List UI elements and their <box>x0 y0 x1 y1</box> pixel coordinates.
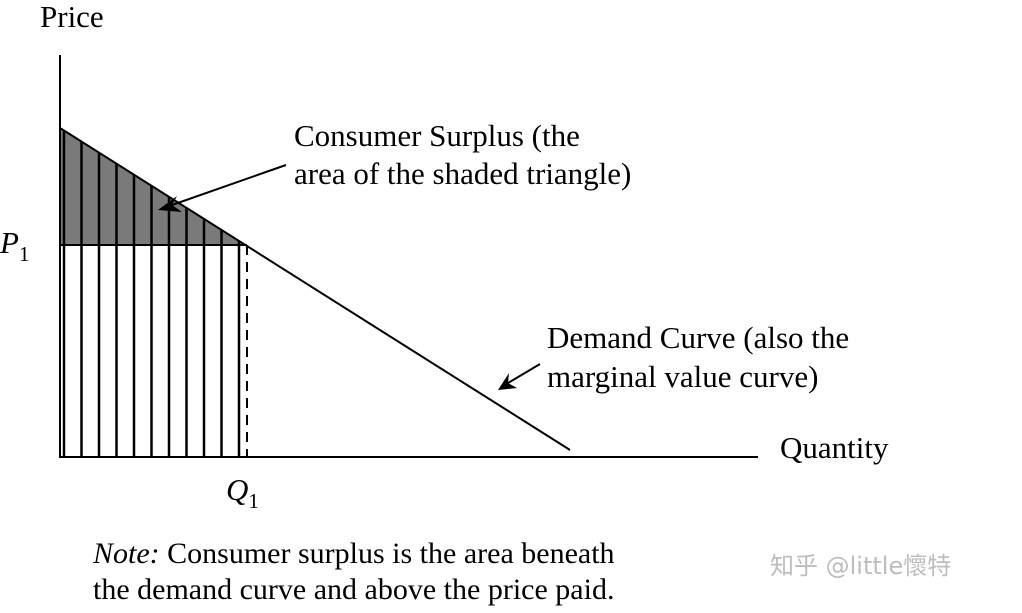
surplus-annotation-line2: area of the shaded triangle) <box>294 156 631 191</box>
watermark: 知乎 @little懷特 <box>770 552 951 580</box>
demand-arrow-shaft <box>507 363 541 384</box>
x-axis-label: Quantity <box>780 430 889 465</box>
y-axis-label: Price <box>40 0 104 34</box>
demand-annotation-line2: marginal value curve) <box>547 359 818 394</box>
note-label: Note: <box>92 537 160 570</box>
note-line2: the demand curve and above the price pai… <box>93 573 614 606</box>
surplus-annotation-line1: Consumer Surplus (the <box>294 118 580 153</box>
note-line1-text: Consumer surplus is the area beneath <box>160 537 615 570</box>
q1-label-main: Q <box>226 472 248 507</box>
demand-annotation-line1: Demand Curve (also the <box>547 320 849 355</box>
q1-label-sub: 1 <box>248 489 259 513</box>
area-under-demand-hatching <box>62 130 241 457</box>
p1-label: P1 <box>0 225 29 266</box>
demand-curve <box>59 127 571 451</box>
demand-arrow-head <box>498 373 517 390</box>
p1-label-main: P <box>0 225 19 260</box>
p1-label-sub: 1 <box>19 242 30 266</box>
surplus-arrow-head <box>158 196 182 212</box>
q1-label: Q1 <box>226 472 259 513</box>
note-line1: Note: Consumer surplus is the area benea… <box>92 537 615 570</box>
surplus-arrow-shaft <box>171 164 287 206</box>
